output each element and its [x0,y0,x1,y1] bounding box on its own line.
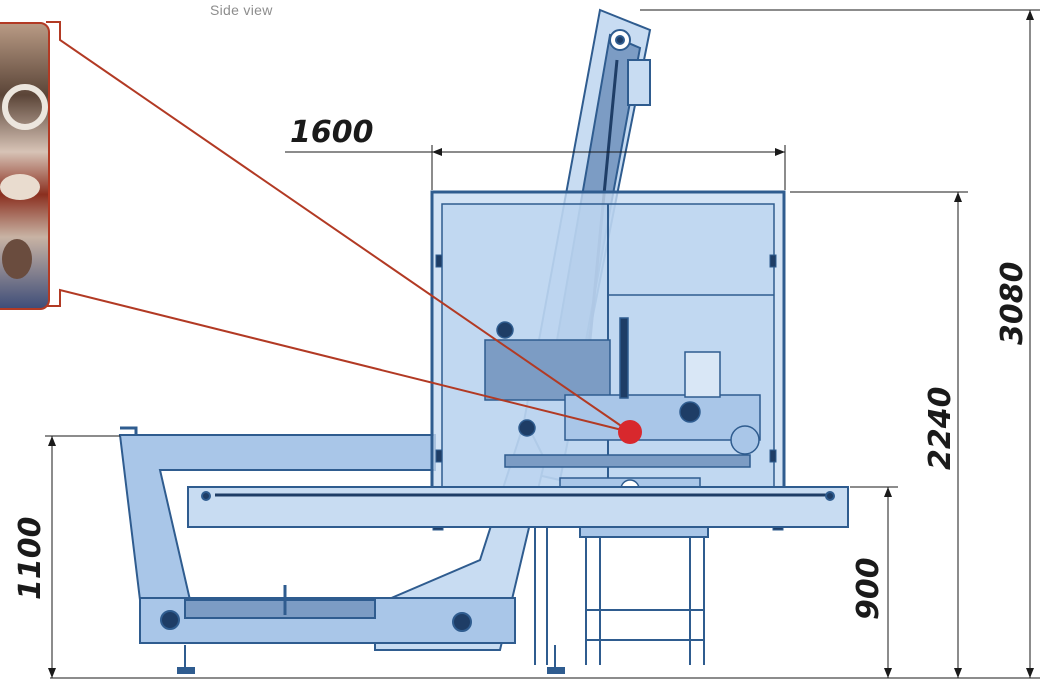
photo-detail-part [0,174,40,200]
dim-conveyor-height: 900 [851,557,886,620]
photo-detail-part [2,84,48,130]
main-conveyor [187,486,849,528]
support-frame [534,526,709,665]
callout-lines [46,21,631,433]
photo-detail-part [2,239,32,279]
dimension-arrows [48,10,1034,678]
dimension-lines [45,9,1040,679]
dim-hopper-height: 1100 [13,517,48,601]
hopper-base [118,417,565,674]
callout-dot [618,420,642,444]
dim-cabinet-height: 2240 [923,387,958,471]
dim-width-top: 1600 [290,115,374,150]
capping-mechanism [484,317,761,501]
dim-total-height: 3080 [995,262,1030,346]
detail-photo-callout [0,22,50,310]
view-caption: Side view [210,2,273,18]
